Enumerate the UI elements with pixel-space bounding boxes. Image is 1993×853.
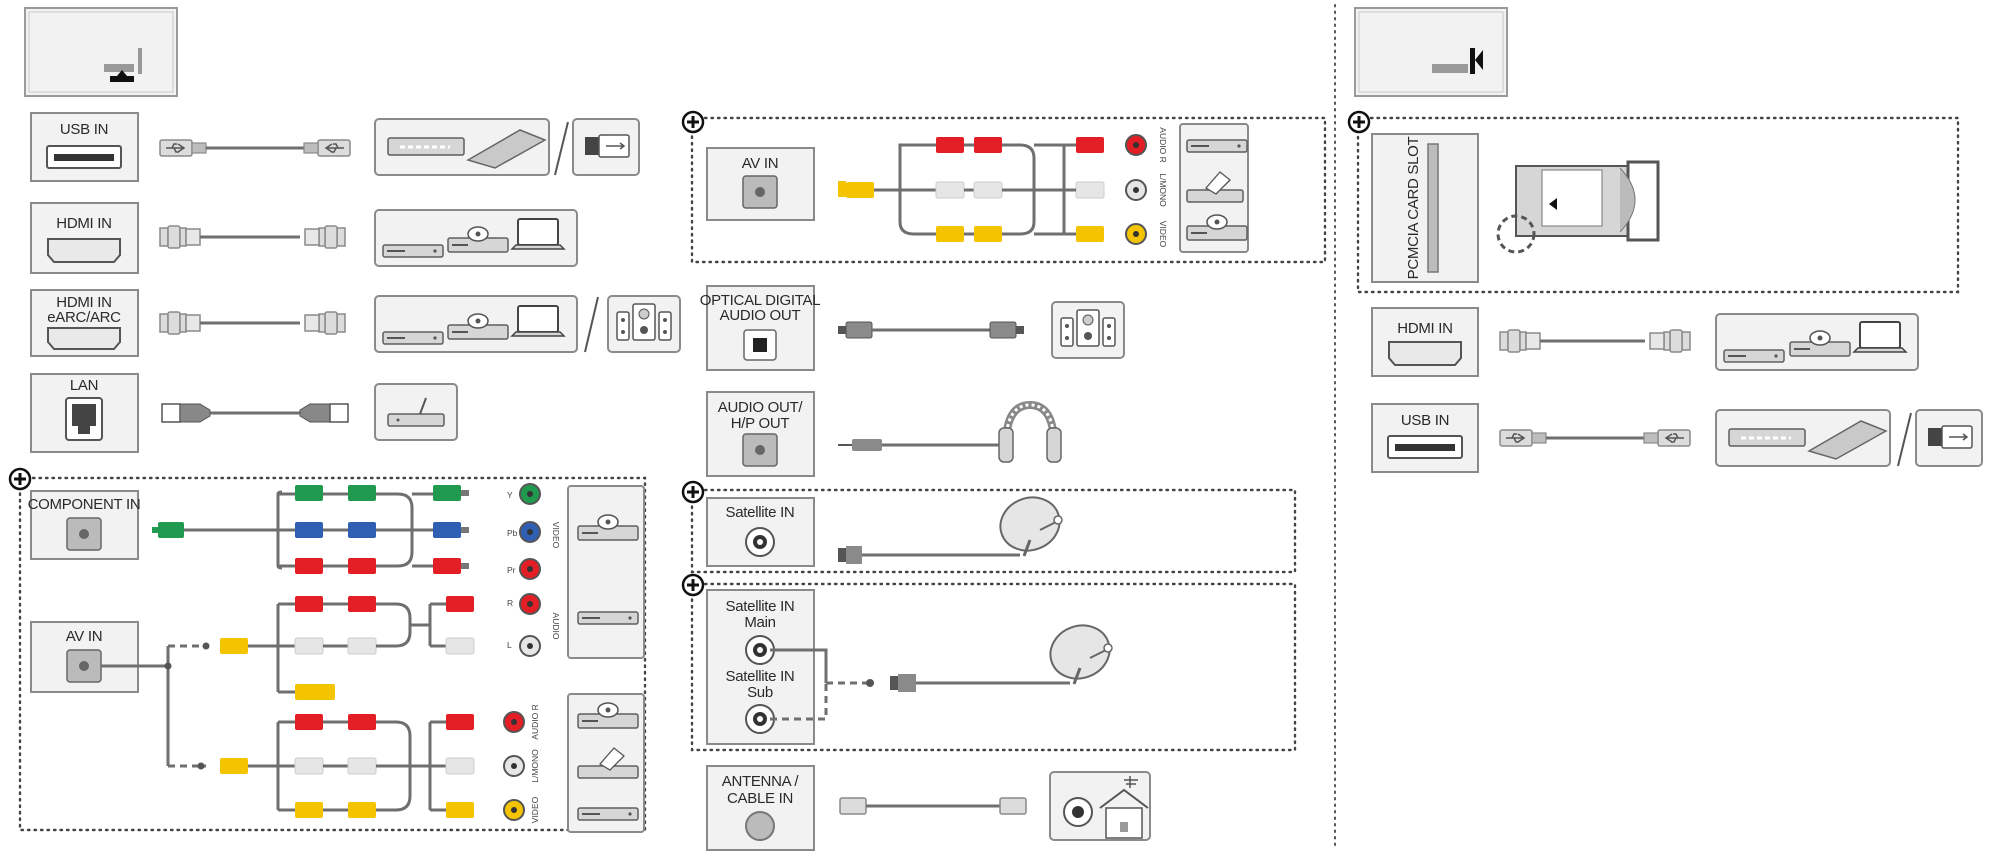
satellite-group-border xyxy=(690,488,1297,574)
ci-card-icon xyxy=(1496,160,1660,254)
av-in-port-middle[interactable]: AV IN xyxy=(706,147,815,221)
tv-side-panel-icon xyxy=(1354,7,1508,97)
av-in-group-border xyxy=(690,116,1327,264)
hdmi-in-label-right: HDMI IN xyxy=(1397,320,1452,337)
av-signal-labels-middle: AUDIO R L/MONO VIDEO xyxy=(1158,127,1168,247)
plus-icon xyxy=(1347,110,1371,134)
sat-main-label-2: Main xyxy=(744,614,775,631)
component-in-port[interactable]: COMPONENT IN xyxy=(28,490,141,560)
av-cables-middle xyxy=(838,134,1147,245)
hdmi-cable-right xyxy=(1499,329,1691,353)
av-in-label-left: AV IN xyxy=(66,628,103,645)
plus-icon xyxy=(8,467,32,491)
av-cables-left xyxy=(101,593,541,821)
av-signal-labels-left: AUDIO R L/MONO VIDEO xyxy=(530,704,540,823)
antenna-label-2: CABLE IN xyxy=(727,790,793,807)
usb-in-label-right: USB IN xyxy=(1401,412,1449,429)
usb-devices-left xyxy=(374,118,640,176)
hdmi-earc-label-1: HDMI IN xyxy=(56,294,111,311)
headphone-cable xyxy=(838,439,1010,451)
antenna-house-icon xyxy=(1049,771,1151,841)
usb-devices-right xyxy=(1715,409,1983,467)
component-av-group-border xyxy=(18,476,647,832)
lan-label: LAN xyxy=(70,377,98,394)
hdmi-cable-left xyxy=(159,225,346,249)
label-r: R xyxy=(507,598,513,608)
plus-icon xyxy=(681,110,705,134)
label-lmono-middle: L/MONO xyxy=(1158,173,1168,207)
satellite-main-sub-cable xyxy=(770,648,1070,721)
pcmcia-card-slot[interactable]: PCMCIA CARD SLOT xyxy=(1371,133,1479,283)
optical-label-2: AUDIO OUT xyxy=(720,307,801,324)
hdmi-earc-cable xyxy=(159,311,346,335)
lan-port[interactable]: LAN xyxy=(30,373,139,453)
av-devices-middle xyxy=(1179,123,1249,253)
component-in-label: COMPONENT IN xyxy=(28,496,141,513)
hdmi-in-label: HDMI IN xyxy=(56,215,111,232)
router-device xyxy=(374,383,458,441)
label-y: Y xyxy=(507,490,513,500)
label-l: L xyxy=(507,640,512,650)
component-devices xyxy=(567,485,645,659)
usb-in-port-right[interactable]: USB IN xyxy=(1371,403,1479,473)
audio-out-label-2: H/P OUT xyxy=(731,415,790,432)
optical-cable xyxy=(838,321,1024,339)
satellite-main-sub-port[interactable]: Satellite IN Main Satellite IN Sub xyxy=(706,589,815,745)
pcmcia-group-border xyxy=(1356,116,1960,294)
antenna-cable xyxy=(839,797,1027,815)
headphones-icon xyxy=(998,400,1062,463)
optical-label-1: OPTICAL DIGITAL xyxy=(700,292,821,309)
usb-in-port[interactable]: USB IN xyxy=(30,112,139,182)
hdmi-in-port[interactable]: HDMI IN xyxy=(30,202,139,274)
antenna-cable-in-port[interactable]: ANTENNA / CABLE IN xyxy=(706,765,815,851)
label-lmono-left: L/MONO xyxy=(530,749,540,783)
hdmi-devices-right xyxy=(1715,313,1919,371)
component-signal-labels: Y Pb Pr VIDEO R L AUDIO xyxy=(507,490,561,650)
usb-in-label: USB IN xyxy=(60,121,108,138)
plus-icon xyxy=(681,573,705,597)
plus-icon xyxy=(681,480,705,504)
label-audio: AUDIO xyxy=(551,613,561,640)
tv-rear-panel-icon xyxy=(24,7,178,97)
label-audio-r-middle: AUDIO R xyxy=(1158,127,1168,162)
hdmi-earc-port[interactable]: HDMI IN eARC/ARC xyxy=(30,289,139,357)
usb-cable-right xyxy=(1499,429,1691,447)
pcmcia-label: PCMCIA CARD SLOT xyxy=(1405,137,1422,280)
usb-cable-left xyxy=(159,139,351,157)
antenna-label-1: ANTENNA / xyxy=(722,773,800,790)
hdmi-devices-left xyxy=(374,209,578,267)
sat-main-label-1: Satellite IN xyxy=(726,598,795,615)
av-devices-left xyxy=(567,693,645,833)
satellite-dish-icon xyxy=(999,496,1063,557)
satellite-main-sub-group-border xyxy=(690,582,1297,752)
component-cable xyxy=(152,483,541,580)
lan-cable xyxy=(161,403,349,423)
hdmi-earc-label-2: eARC/ARC xyxy=(47,309,121,326)
label-pb: Pb xyxy=(507,528,518,538)
audio-out-hp-port[interactable]: AUDIO OUT/ H/P OUT xyxy=(706,391,815,477)
satellite-cable xyxy=(838,546,1020,564)
earc-devices xyxy=(374,295,681,353)
optical-audio-out-port[interactable]: OPTICAL DIGITAL AUDIO OUT xyxy=(700,285,821,371)
satellite-in-port[interactable]: Satellite IN xyxy=(706,497,815,567)
label-video-middle: VIDEO xyxy=(1158,221,1168,248)
label-video: VIDEO xyxy=(551,522,561,549)
optical-speakers xyxy=(1051,301,1125,359)
label-audio-r-left: AUDIO R xyxy=(530,704,540,739)
av-in-port-left[interactable]: AV IN xyxy=(30,621,139,693)
satellite-in-label: Satellite IN xyxy=(726,504,795,521)
label-video-left: VIDEO xyxy=(530,796,540,823)
satellite-dish-icon xyxy=(1049,624,1113,685)
sat-sub-label-2: Sub xyxy=(747,684,773,701)
av-in-label-middle: AV IN xyxy=(742,155,779,172)
audio-out-label-1: AUDIO OUT/ xyxy=(718,399,804,416)
hdmi-in-port-right[interactable]: HDMI IN xyxy=(1371,307,1479,377)
label-pr: Pr xyxy=(507,565,516,575)
sat-sub-label-1: Satellite IN xyxy=(726,668,795,685)
